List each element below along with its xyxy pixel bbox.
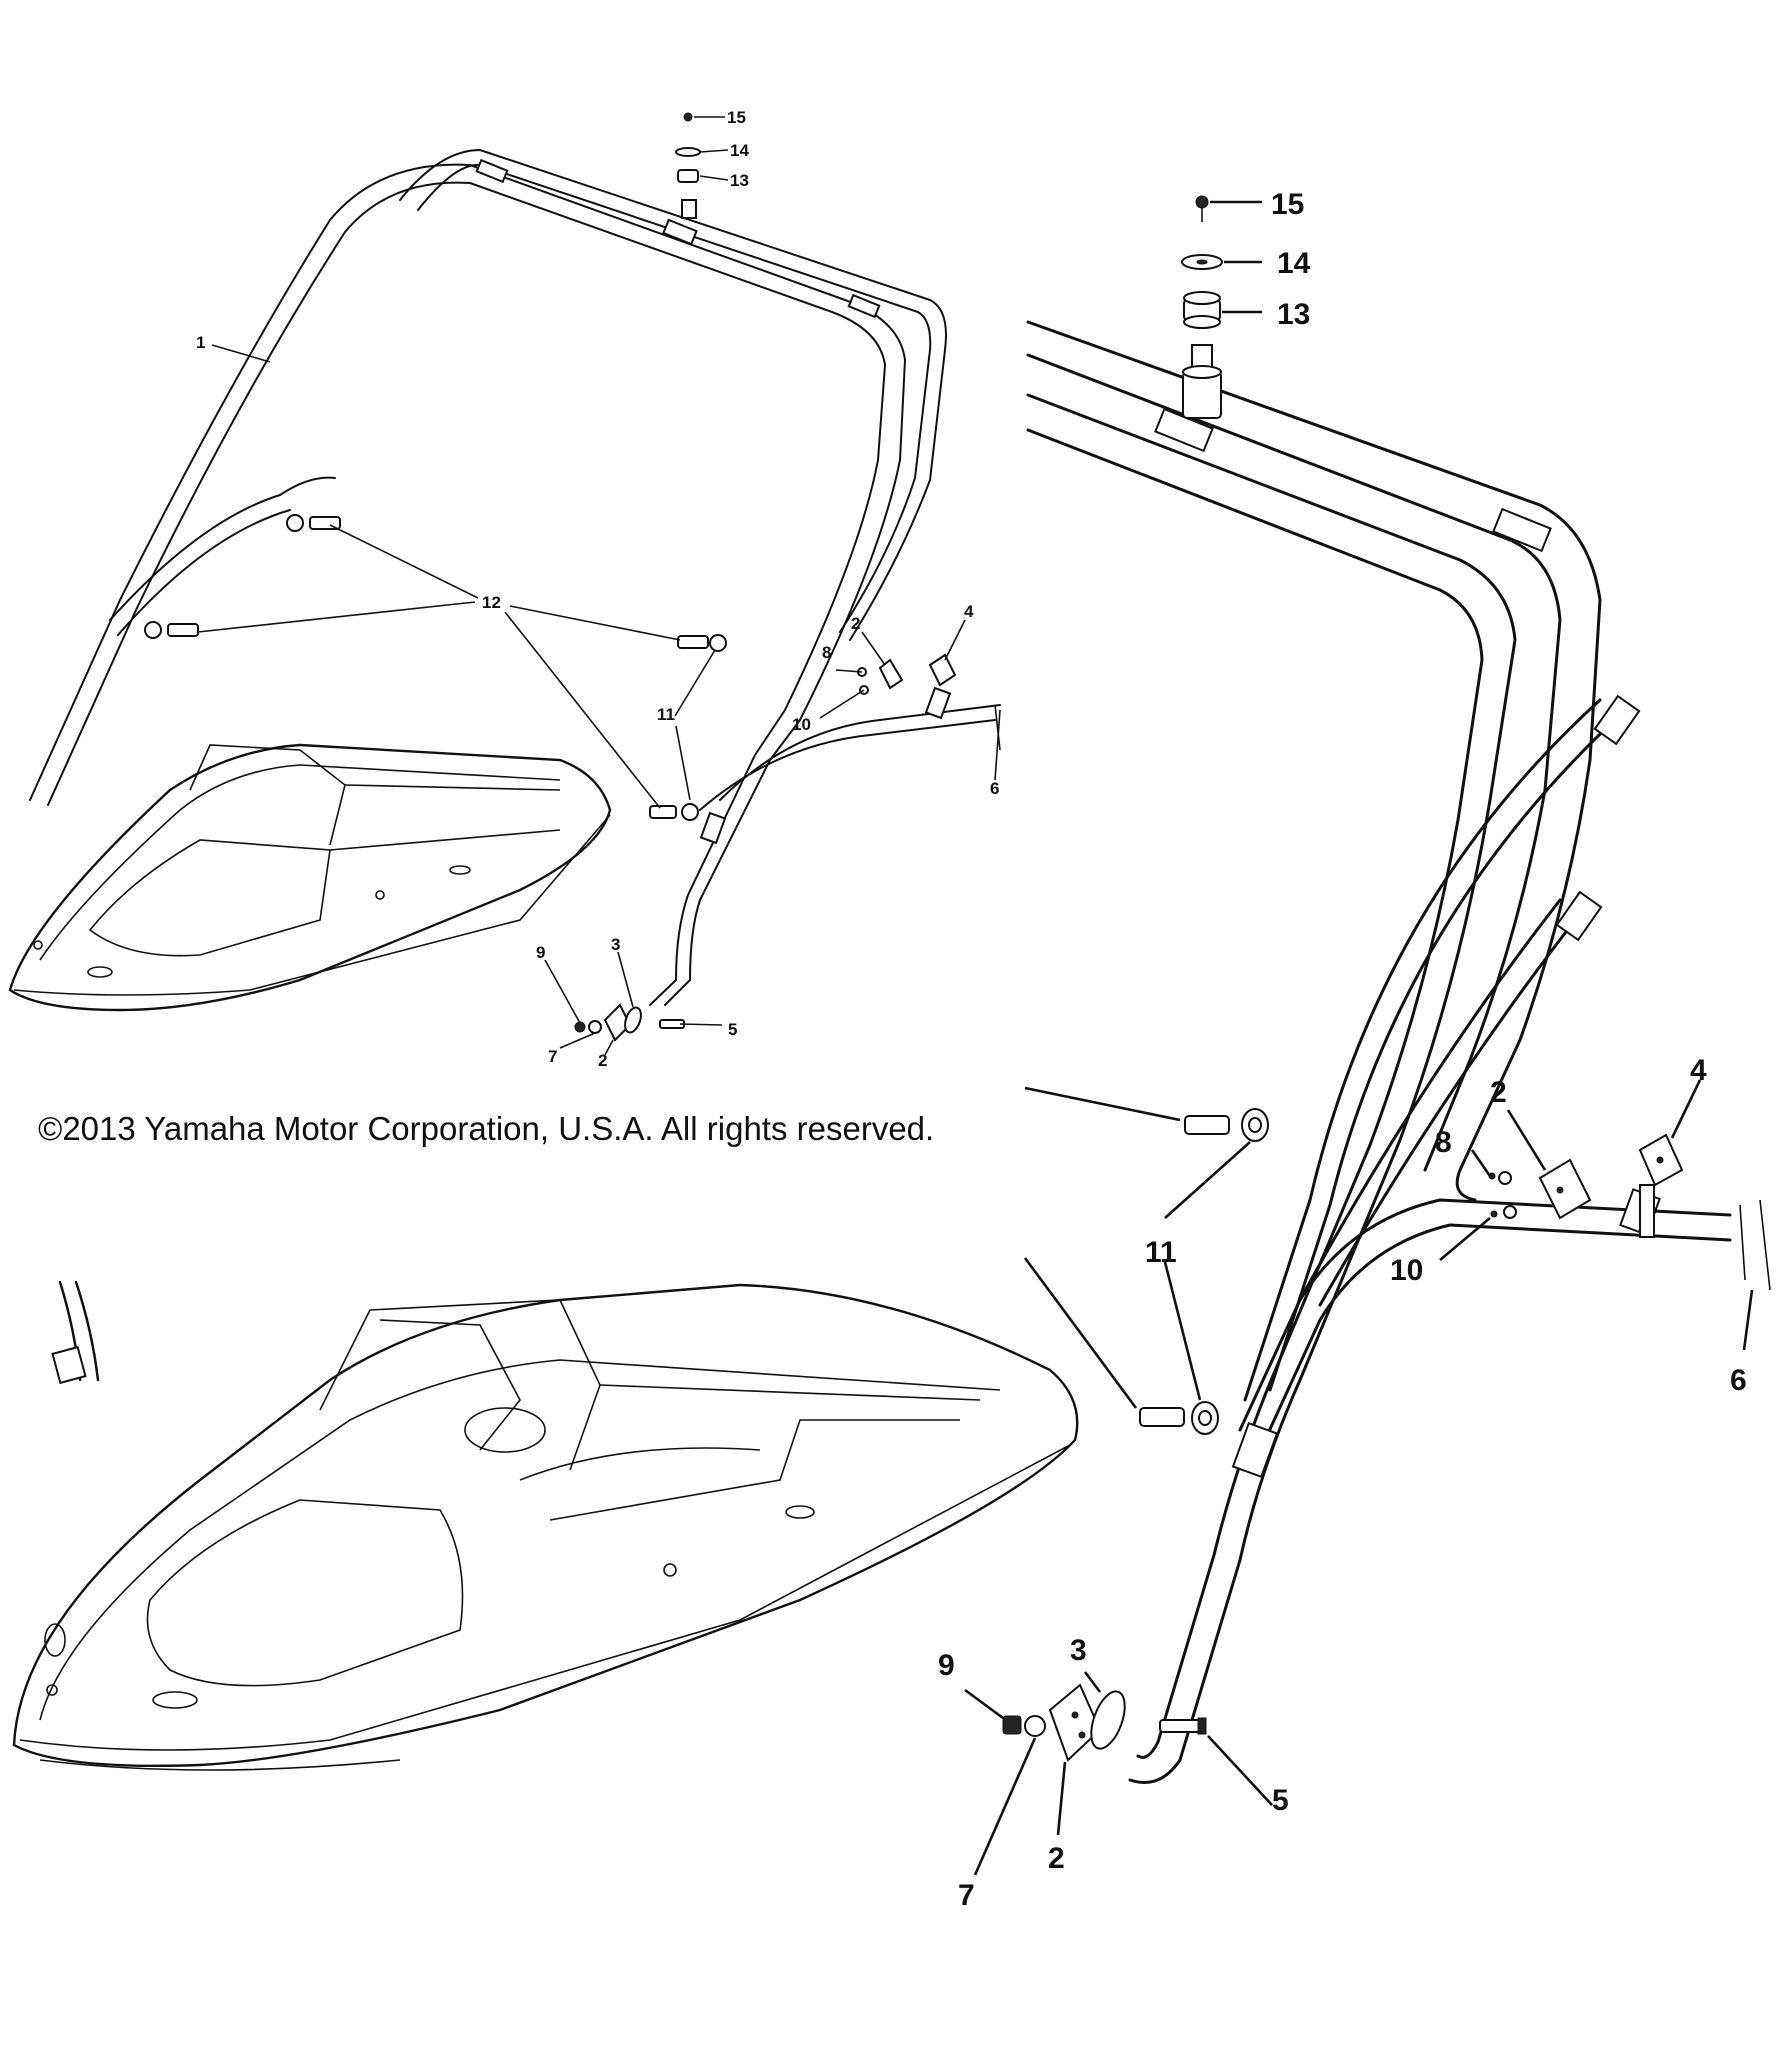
callout-9: 9 [536, 943, 545, 962]
small-top-mount-stack [675, 112, 729, 219]
callout-6: 6 [990, 779, 999, 798]
callout-10: 10 [1390, 1254, 1423, 1287]
callout-15: 15 [1271, 188, 1304, 221]
callout-5: 5 [728, 1020, 737, 1039]
callout-12: 12 [482, 593, 501, 612]
callout-11: 11 [1145, 1236, 1177, 1269]
callout-3: 3 [611, 935, 620, 954]
callout-13: 13 [1277, 298, 1310, 331]
callout-6: 6 [1730, 1364, 1747, 1397]
large-hardware [1002, 1108, 1771, 1762]
small-boat [8, 743, 612, 1012]
large-top-mount-stack [1181, 195, 1262, 419]
callout-2: 2 [1490, 1076, 1507, 1109]
small-leaders [197, 344, 1001, 1056]
large-view: 2 2 3 4 5 6 7 8 9 10 11 13 14 15 [938, 188, 1771, 1912]
copyright-notice: ©2013 Yamaha Motor Corporation, U.S.A. A… [38, 1110, 935, 1147]
callout-14: 14 [1277, 247, 1311, 280]
large-boat [12, 1280, 1079, 1771]
large-tower-frame [1026, 320, 1732, 1784]
callout-14: 14 [730, 141, 749, 160]
callout-8: 8 [1435, 1126, 1452, 1159]
small-tower-frame [29, 149, 1001, 1006]
callout-2: 2 [851, 614, 860, 633]
callout-2: 2 [1048, 1842, 1065, 1875]
callout-10: 10 [792, 715, 811, 734]
callout-7: 7 [958, 1879, 975, 1912]
callout-8: 8 [822, 643, 831, 662]
callout-11: 11 [657, 705, 675, 724]
callout-4: 4 [964, 602, 974, 621]
callout-9: 9 [938, 1649, 955, 1682]
callout-3: 3 [1070, 1634, 1087, 1667]
small-view: 1 2 2 3 4 5 6 7 8 9 10 11 12 13 14 15 [8, 108, 1001, 1070]
callout-13: 13 [730, 171, 749, 190]
callout-5: 5 [1272, 1784, 1289, 1817]
callout-1: 1 [196, 333, 205, 352]
callout-15: 15 [727, 108, 746, 127]
callout-4: 4 [1690, 1054, 1707, 1087]
callout-2: 2 [598, 1051, 607, 1070]
callout-7: 7 [548, 1047, 557, 1066]
large-leaders [964, 1079, 1754, 1876]
small-hardware [144, 514, 1001, 1042]
